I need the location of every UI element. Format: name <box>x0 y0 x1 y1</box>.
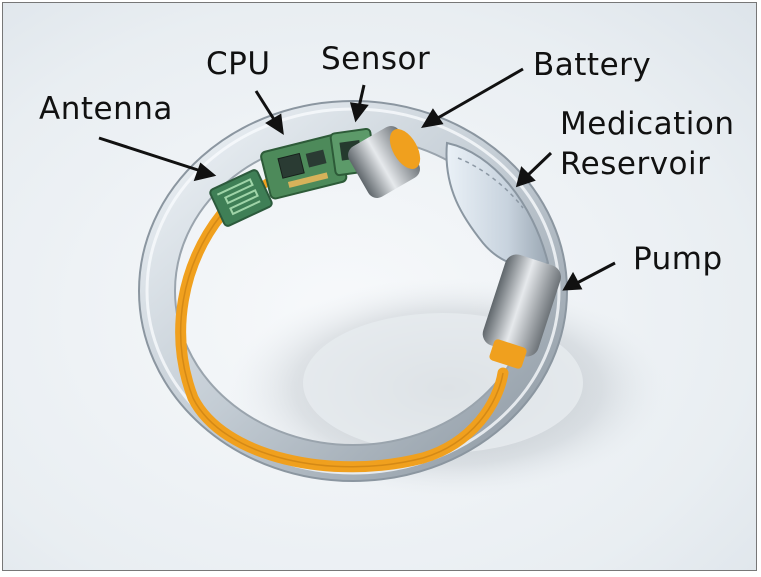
cpu-module <box>260 134 348 200</box>
label-medication-line2: Reservoir <box>560 146 711 182</box>
label-pump: Pump <box>633 241 723 277</box>
label-medication-reservoir: Medication Reservoir <box>560 104 735 184</box>
label-antenna: Antenna <box>39 91 173 127</box>
label-cpu: CPU <box>206 46 271 82</box>
device-illustration <box>98 67 668 498</box>
label-battery: Battery <box>533 47 652 83</box>
antenna-module <box>209 169 273 227</box>
label-sensor: Sensor <box>321 41 431 77</box>
label-medication-line1: Medication <box>560 106 735 142</box>
diagram-frame: Antenna CPU Sensor Battery Medication Re… <box>2 2 757 571</box>
leader-arrows <box>98 67 616 291</box>
pump-module <box>482 254 561 369</box>
battery-module <box>348 126 421 198</box>
